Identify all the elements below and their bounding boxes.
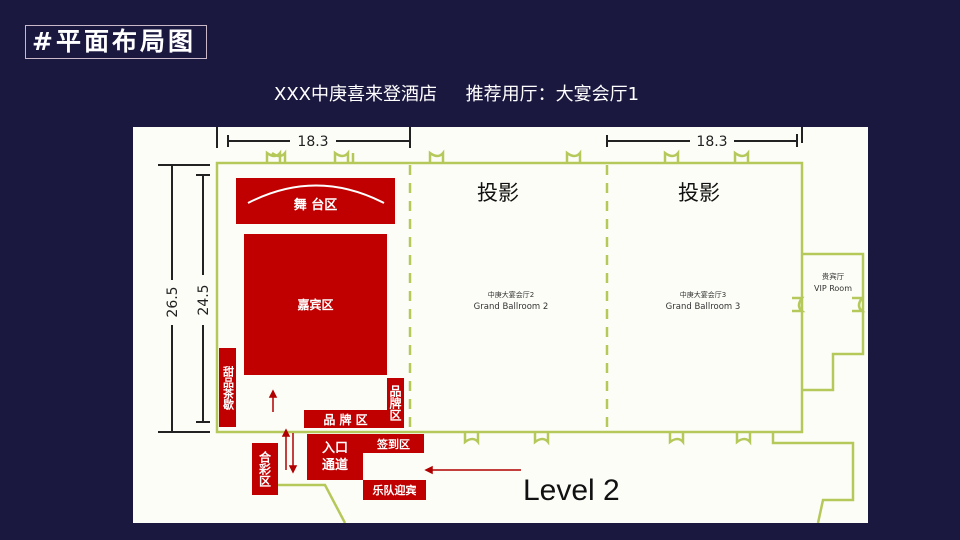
vip-room-outline [802, 252, 865, 392]
subtitle: XXX中庚喜来登酒店 推荐用厅：大宴会厅1 [274, 84, 640, 105]
dim-outer-height: 26.5 [165, 286, 181, 317]
brand-zone-vertical: 品牌区 [387, 378, 404, 428]
plan-lines: 18.3 18.3 26.5 24.5 投影 投影 中庚大宴会厅2 Grand … [158, 127, 866, 523]
page-title: #平面布局图 [25, 25, 207, 59]
ballroom2-cn: 中庚大宴会厅2 [488, 290, 534, 299]
dim-inner-height: 24.5 [196, 284, 212, 315]
brand-zone-horizontal: 品 牌 区 [304, 410, 387, 428]
dim-width-right: 18.3 [696, 134, 727, 150]
dessert-zone: 甜品茶歇 [219, 348, 236, 427]
stage-arc [247, 184, 385, 204]
dim-width-left: 18.3 [297, 134, 328, 150]
vip-en: VIP Room [814, 284, 852, 293]
ballroom3-cn: 中庚大宴会厅3 [680, 290, 726, 299]
floor-plan: 18.3 18.3 26.5 24.5 投影 投影 中庚大宴会厅2 Grand … [133, 127, 868, 523]
entrance-zone: 入口通道 [307, 434, 363, 480]
entrance-label: 入口通道 [321, 441, 348, 473]
guest-zone: 嘉宾区 [244, 234, 387, 375]
projection-label-2: 投影 [477, 181, 519, 205]
band-zone: 乐队迎宾 [363, 480, 426, 500]
stage-zone: 舞 台区 [236, 178, 395, 224]
signin-zone: 签到区 [363, 434, 424, 453]
vip-cn: 贵宾厅 [822, 271, 845, 281]
projection-label-3: 投影 [678, 181, 720, 205]
ballroom3-en: Grand Ballroom 3 [666, 302, 741, 312]
stage-label: 舞 台区 [293, 197, 338, 213]
ballroom2-en: Grand Ballroom 2 [474, 302, 549, 312]
corridor-outline [771, 432, 855, 523]
photo-zone: 合彩区 [252, 443, 278, 495]
corridor-left [278, 483, 347, 523]
level-label: Level 2 [523, 474, 620, 507]
